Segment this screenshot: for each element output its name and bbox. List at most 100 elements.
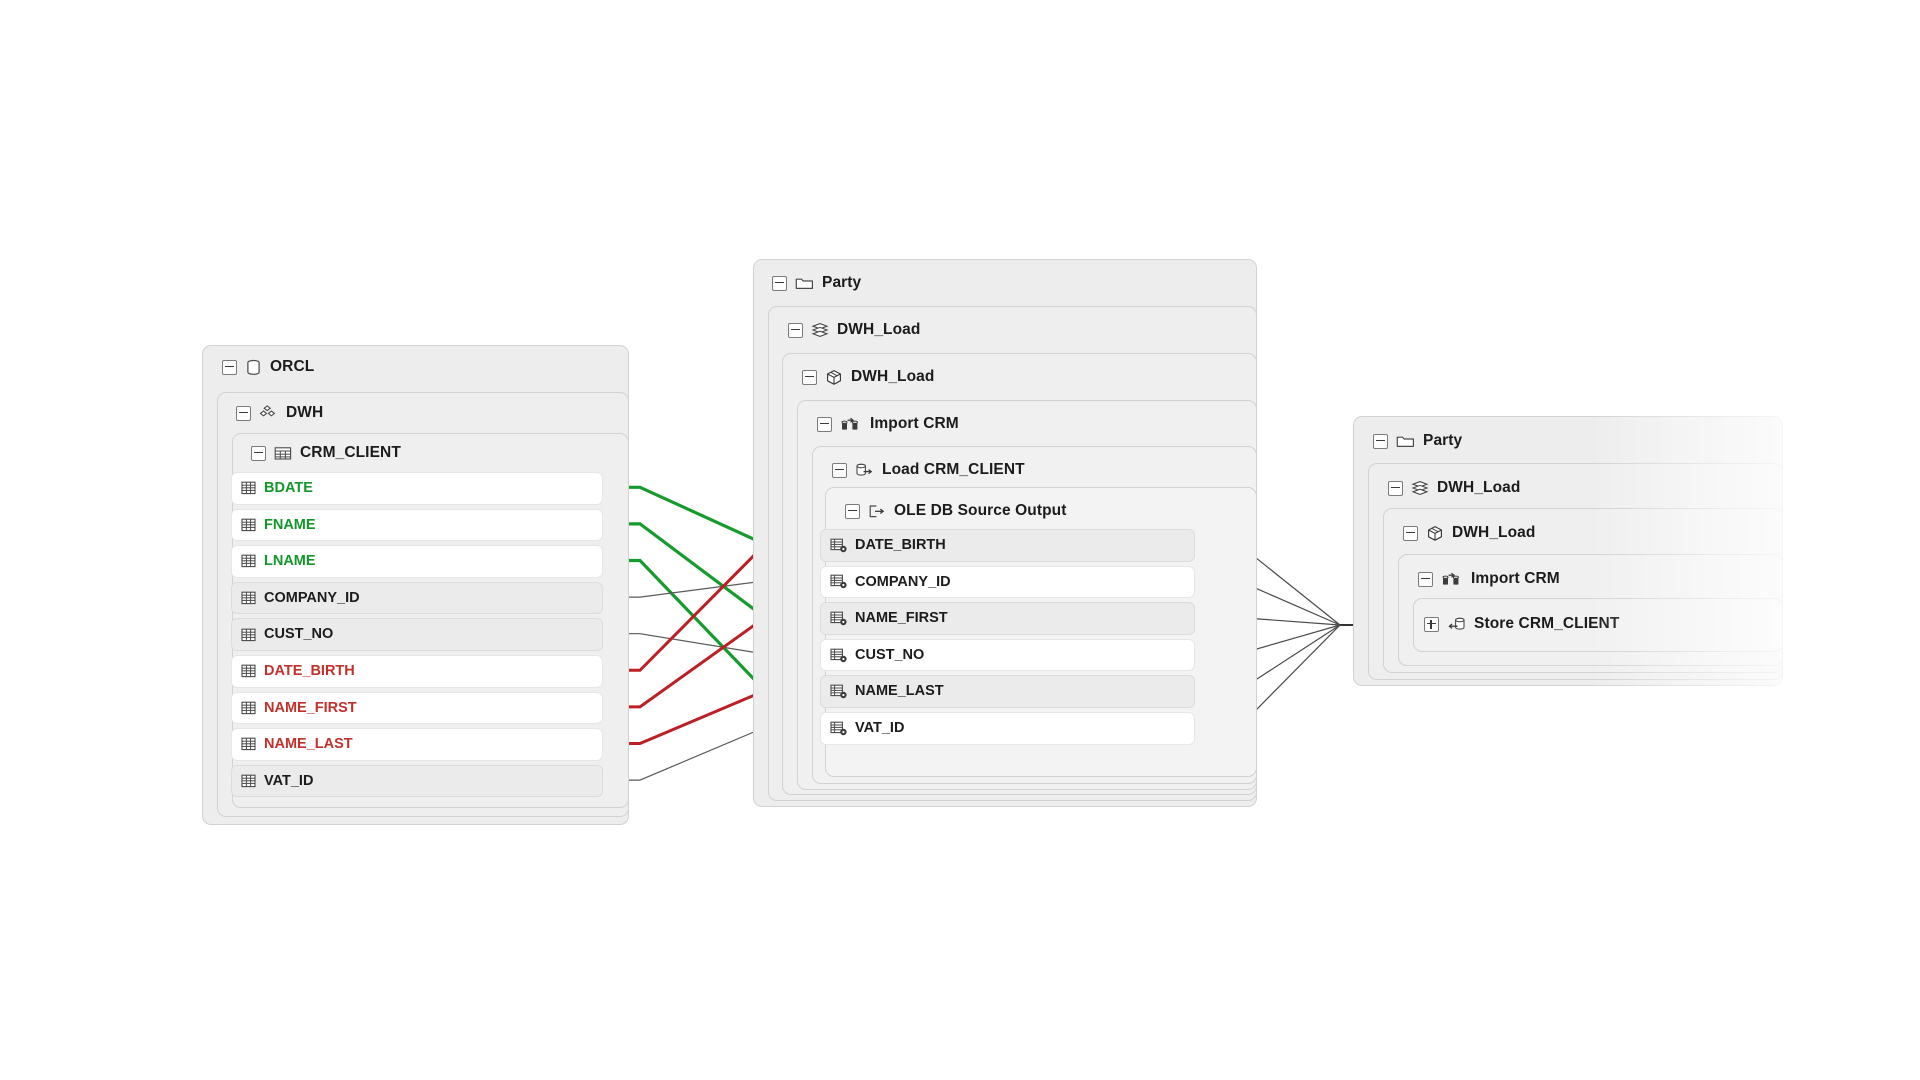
middle-column-row[interactable]: NAME_FIRST [820,602,1195,635]
source-column-row[interactable]: FNAME [231,508,603,542]
middle-column-row[interactable]: DATE_BIRTH [820,529,1195,562]
source-column-row[interactable]: NAME_LAST [231,728,603,761]
middle-level-4-label: Load CRM_CLIENT [882,461,1025,478]
target-level-1-label: DWH_Load [1437,479,1521,496]
source-column-row[interactable]: BDATE [231,472,603,505]
folder-icon [1396,434,1415,449]
middle-level-0-header[interactable]: Party [772,274,861,292]
middle-level-5-label: OLE DB Source Output [894,502,1067,519]
source-schema-label: DWH [286,404,324,421]
destination-icon [1447,616,1466,632]
column-icon [241,481,257,495]
expander-minus-icon[interactable] [817,416,832,432]
source-column-row[interactable]: DATE_BIRTH [231,655,603,688]
flow-column-icon [830,574,848,589]
source-column-label: CUST_NO [264,626,334,643]
middle-level-1-header[interactable]: DWH_Load [788,321,920,339]
column-icon [241,774,257,788]
source-column-label: BDATE [264,480,313,497]
column-icon [241,737,257,751]
middle-level-4-header[interactable]: Load CRM_CLIENT [832,461,1025,479]
cube-icon [1426,525,1444,542]
expander-minus-icon[interactable] [788,322,803,338]
folder-icon [795,276,814,291]
source-column-label: VAT_ID [264,772,314,789]
middle-column-label: NAME_LAST [855,683,944,700]
column-icon [241,518,257,532]
source-column-row[interactable]: CUST_NO [231,618,603,651]
package-icon [811,322,829,338]
schema-icon [259,405,278,421]
middle-column-row[interactable]: COMPANY_ID [820,565,1195,599]
source-orcl-label: ORCL [270,358,315,375]
flow-column-icon [830,684,848,699]
expander-minus-icon[interactable] [222,359,237,375]
middle-column-label: COMPANY_ID [855,573,951,590]
middle-column-label: VAT_ID [855,720,905,737]
source-column-row[interactable]: COMPANY_ID [231,581,603,615]
target-level-3-label: Import CRM [1471,570,1560,587]
middle-column-label: DATE_BIRTH [855,537,946,554]
flow-column-icon [830,721,848,736]
source-column-row[interactable]: LNAME [231,545,603,578]
target-level-0-label: Party [1423,432,1463,449]
middle-level-1-label: DWH_Load [837,321,921,338]
database-icon [245,359,262,376]
package-icon [1411,480,1429,496]
source-column-label: COMPANY_ID [264,589,360,606]
dataflow-icon [840,416,862,432]
expander-minus-icon[interactable] [772,275,787,291]
target-level-3-header[interactable]: Import CRM [1418,570,1560,588]
column-icon [241,591,257,605]
dataflow-icon [1441,571,1463,587]
column-icon [241,664,257,678]
expander-minus-icon[interactable] [845,503,860,519]
expander-minus-icon[interactable] [1373,433,1388,449]
source-table-label: CRM_CLIENT [300,444,401,461]
middle-level-5-header[interactable]: OLE DB Source Output [845,502,1067,520]
source-schema-header[interactable]: DWH [236,404,323,422]
target-destination-label: Store CRM_CLIENT [1474,615,1620,632]
source-orcl-header[interactable]: ORCL [222,358,314,376]
cube-icon [825,369,843,386]
column-icon [241,554,257,568]
expander-minus-icon[interactable] [832,462,847,478]
source-column-row[interactable]: VAT_ID [231,764,603,798]
source-icon [855,462,874,478]
middle-column-row[interactable]: CUST_NO [820,638,1195,672]
flow-column-icon [830,538,848,553]
target-destination-store-crm-client[interactable]: Store CRM_CLIENT [1424,615,1619,633]
source-column-label: FNAME [264,516,316,533]
column-icon [241,701,257,715]
middle-level-0-label: Party [822,274,862,291]
source-column-label: LNAME [264,553,316,570]
middle-level-2-header[interactable]: DWH_Load [802,368,934,386]
expander-minus-icon[interactable] [236,405,251,421]
column-icon [241,628,257,642]
middle-column-label: CUST_NO [855,646,925,663]
source-table-header[interactable]: CRM_CLIENT [251,444,401,462]
flow-column-icon [830,648,848,663]
middle-level-2-label: DWH_Load [851,368,935,385]
expander-minus-icon[interactable] [802,369,817,385]
target-level-0-header[interactable]: Party [1373,432,1462,450]
target-level-2-label: DWH_Load [1452,524,1536,541]
middle-column-row[interactable]: VAT_ID [820,712,1195,745]
flow-column-icon [830,611,848,626]
expander-plus-icon[interactable] [1424,616,1439,632]
expander-minus-icon[interactable] [1403,525,1418,541]
expander-minus-icon[interactable] [1388,480,1403,496]
source-column-row[interactable]: NAME_FIRST [231,691,603,725]
source-column-label: DATE_BIRTH [264,663,355,680]
target-level-1-header[interactable]: DWH_Load [1388,479,1520,497]
middle-column-row[interactable]: NAME_LAST [820,675,1195,708]
middle-level-3-header[interactable]: Import CRM [817,415,959,433]
expander-minus-icon[interactable] [251,445,266,461]
source-column-label: NAME_FIRST [264,699,357,716]
middle-column-label: NAME_FIRST [855,610,948,627]
source-column-label: NAME_LAST [264,736,353,753]
target-level-2-header[interactable]: DWH_Load [1403,524,1535,542]
middle-level-3-label: Import CRM [870,415,959,432]
expander-minus-icon[interactable] [1418,571,1433,587]
